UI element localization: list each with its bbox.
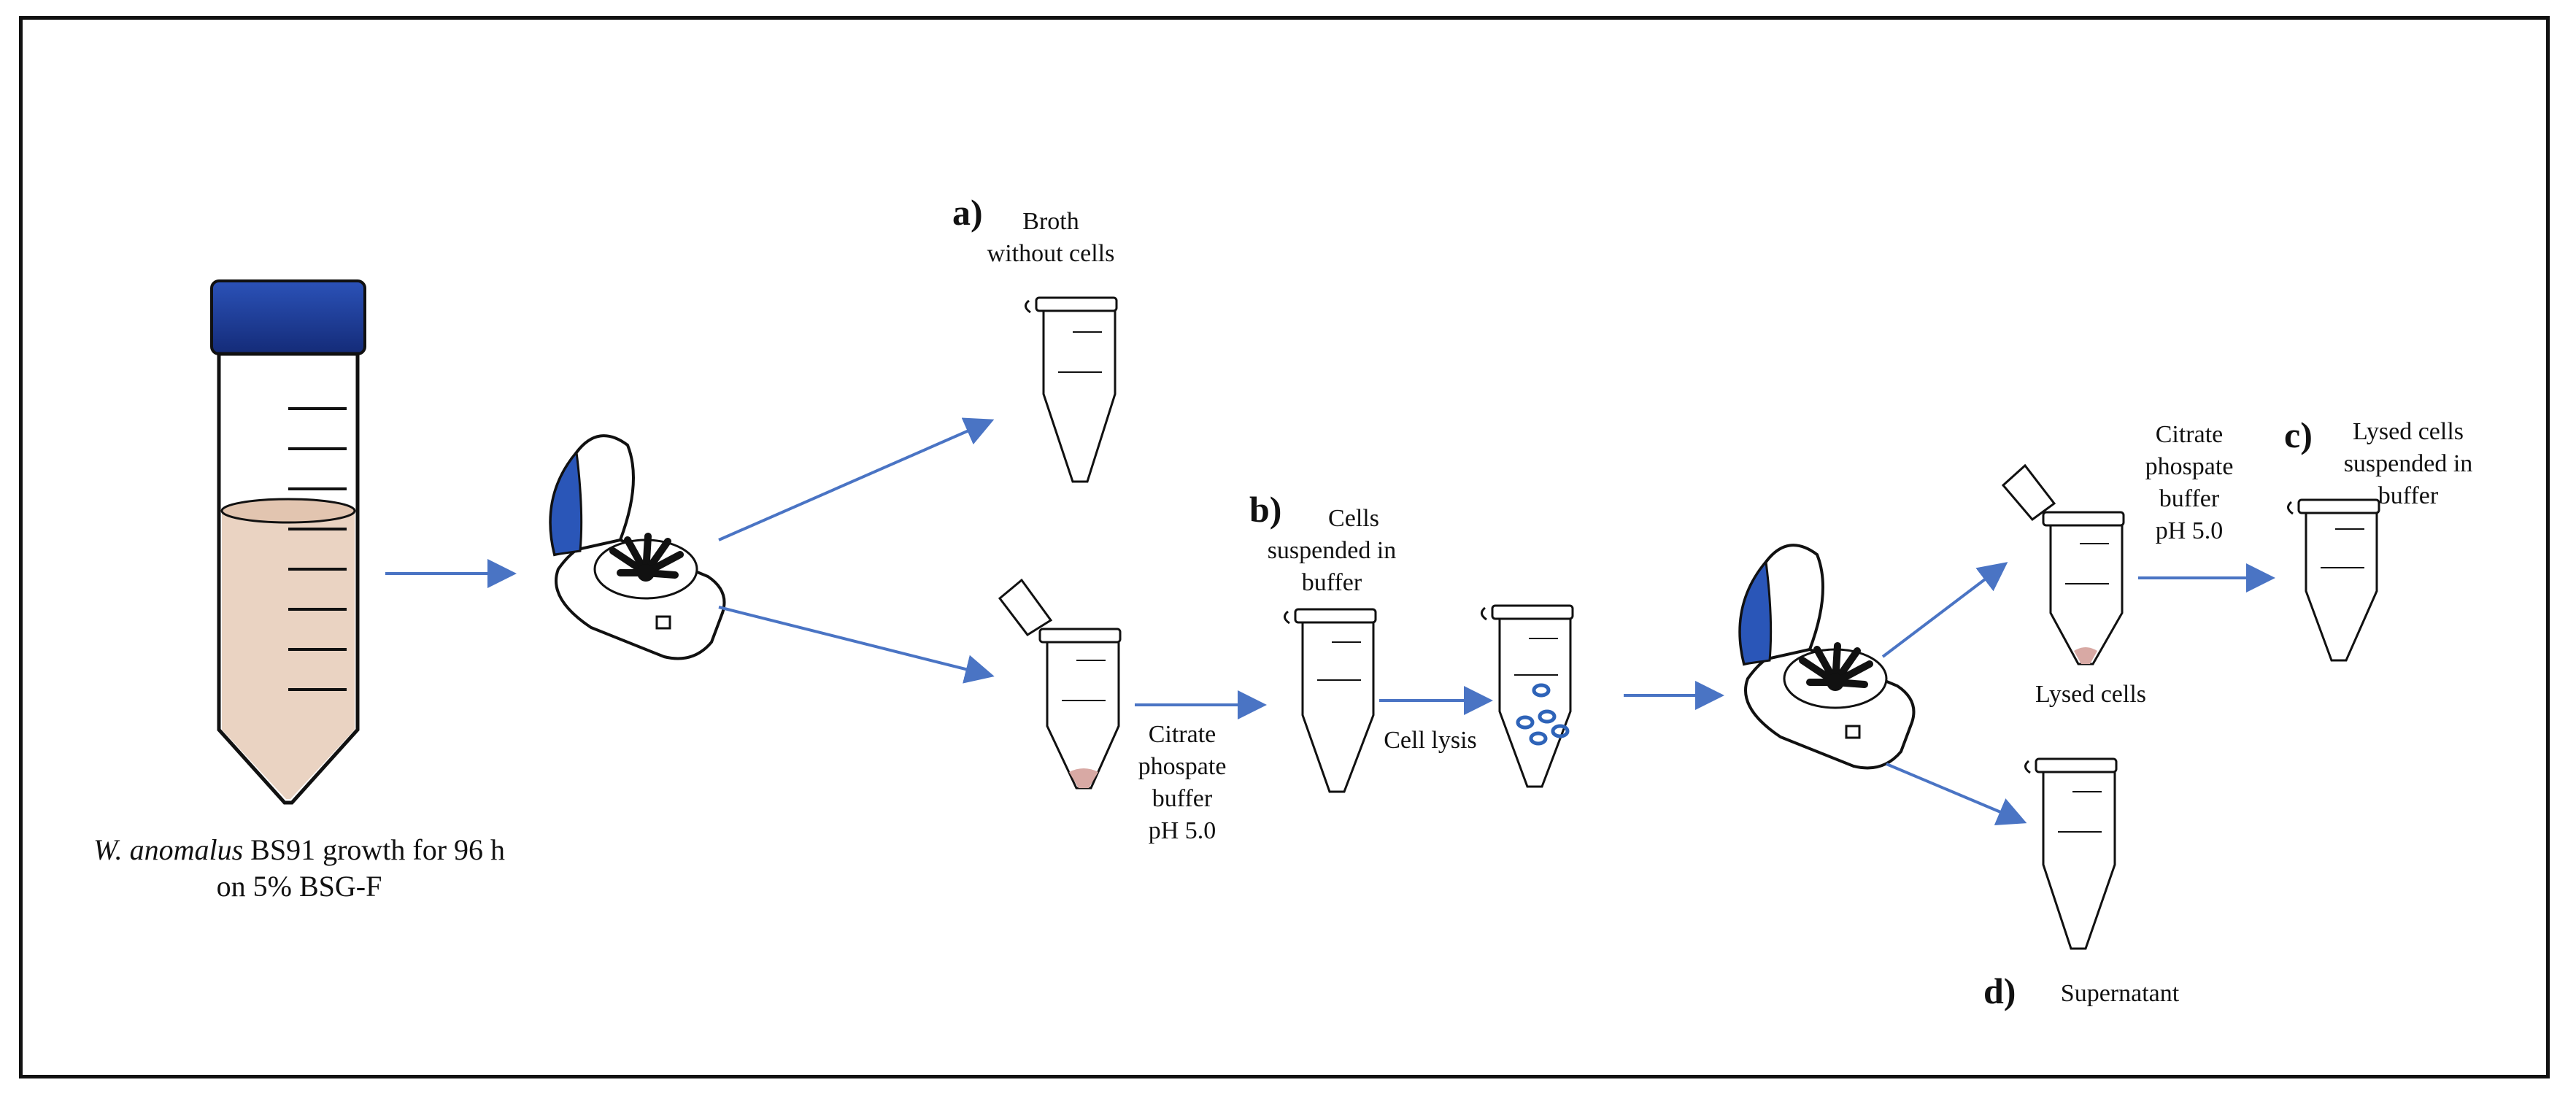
- tube-lysed-cells-suspended-icon: [2287, 498, 2380, 662]
- tube-with-pellet-icon: [998, 578, 1122, 790]
- panel-letter-a: a): [952, 192, 983, 233]
- centrifuge-icon: [549, 434, 726, 660]
- panel-c-line-3: buffer: [2378, 482, 2439, 509]
- panel-a-line-2: without cells: [987, 240, 1115, 267]
- tube-cells-suspended-icon: [1284, 608, 1377, 793]
- tube-broth-without-cells-icon: [1025, 296, 1118, 483]
- arrow-icon: [718, 417, 995, 541]
- panel-c-line-1: Lysed cells: [2352, 418, 2464, 445]
- panel-b-line-2: suspended in: [1267, 537, 1397, 564]
- caption-line-1-rest: BS91 growth for 96 h: [243, 833, 506, 866]
- panel-b-label: Cells suspended in buffer: [1241, 503, 1423, 599]
- tube-lysed-cells-icon: [2001, 463, 2125, 665]
- panel-a-label: Broth without cells: [956, 206, 1146, 270]
- lysed-cells-label: Lysed cells: [2035, 681, 2147, 708]
- arrow-icon: [1881, 562, 2008, 658]
- buffer-1-line-4: pH 5.0: [1148, 817, 1216, 844]
- buffer-1-line-1: Citrate: [1148, 721, 1216, 748]
- arrow-icon: [1886, 763, 2027, 825]
- buffer-label-2: Citrate phospate buffer pH 5.0: [2131, 419, 2248, 547]
- falcon-tube-icon: [210, 279, 366, 805]
- figure-border: [19, 16, 2550, 1078]
- centrifuge-icon: [1738, 544, 1916, 770]
- cell-lysis-label: Cell lysis: [1384, 727, 1477, 754]
- buffer-2-line-2: phospate: [2145, 453, 2234, 480]
- buffer-2-line-3: buffer: [2159, 485, 2220, 512]
- culture-caption: W. anomalus BS91 growth for 96 h on 5% B…: [58, 832, 540, 905]
- buffer-2-line-1: Citrate: [2155, 421, 2224, 448]
- panel-a-line-1: Broth: [1022, 208, 1079, 235]
- caption-line-1: W. anomalus BS91 growth for 96 h: [58, 832, 540, 868]
- tube-supernatant-icon: [2024, 757, 2118, 950]
- panel-c-line-2: suspended in: [2343, 450, 2473, 477]
- tube-cell-lysis-icon: [1481, 604, 1574, 788]
- panel-letter-b: b): [1249, 489, 1282, 530]
- buffer-2-line-4: pH 5.0: [2155, 517, 2224, 544]
- panel-letter-c: c): [2284, 414, 2313, 455]
- panel-b-line-3: buffer: [1301, 569, 1362, 596]
- panel-b-line-1: Cells: [1328, 505, 1379, 532]
- organism-name: W. anomalus: [93, 833, 244, 866]
- buffer-label-1: Citrate phospate buffer pH 5.0: [1124, 719, 1241, 847]
- buffer-1-line-3: buffer: [1152, 785, 1213, 812]
- arrow-icon: [718, 606, 995, 684]
- buffer-1-line-2: phospate: [1138, 753, 1227, 780]
- panel-c-label: Lysed cells suspended in buffer: [2328, 416, 2488, 512]
- supernatant-label: Supernatant: [2060, 980, 2180, 1007]
- caption-line-2: on 5% BSG-F: [216, 870, 382, 903]
- panel-letter-d: d): [1983, 970, 2016, 1011]
